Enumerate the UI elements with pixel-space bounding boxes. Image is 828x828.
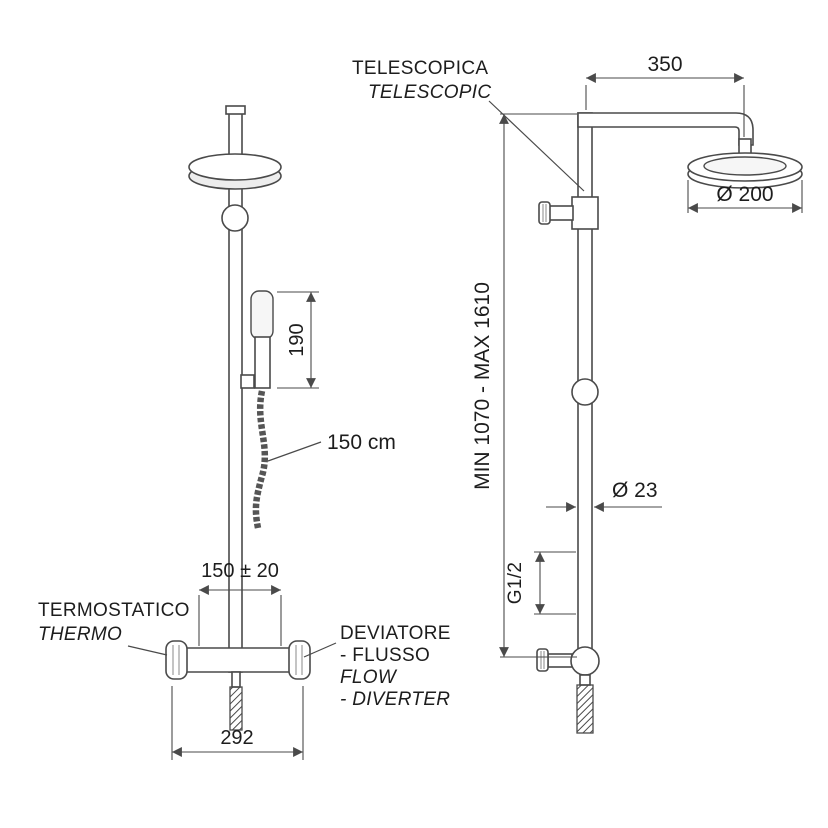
dimension-thread: G1/2 — [505, 551, 576, 615]
valve-knob-left — [165, 640, 188, 680]
telescopic-it-text: TELESCOPICA — [352, 58, 488, 79]
wall-bracket-knob — [538, 201, 551, 225]
diverter-text-4: - DIVERTER — [340, 689, 450, 710]
dimension-inlet-spacing: 150 ± 20 — [198, 560, 282, 646]
outlet-hose-side — [576, 674, 594, 734]
slider-bracket — [240, 374, 255, 389]
riser-pipe-front — [228, 111, 243, 673]
overhead-shower-side — [687, 138, 803, 189]
shower-arm — [577, 112, 754, 146]
thermostatic-valve — [165, 640, 311, 680]
outlet-connector-front — [231, 671, 241, 688]
diverter-body — [570, 646, 600, 676]
diverter-text-3: FLOW — [340, 667, 398, 688]
label-diverter: DEVIATORE - FLUSSO FLOW - DIVERTER — [303, 623, 451, 710]
outlet-connector-side — [579, 674, 591, 686]
label-hose-length: 150 cm — [267, 431, 396, 462]
diverter-text-2: - FLUSSO — [340, 645, 430, 666]
hose-length-text: 150 cm — [327, 431, 396, 454]
shower-hose — [252, 390, 269, 529]
dim-column-height-text: MIN 1070 - MAX 1610 — [471, 282, 494, 490]
dim-292-text: 292 — [220, 727, 253, 749]
thermostatic-it-text: TERMOSTATICO — [38, 600, 190, 621]
dim-pipe-diameter-text: Ø 23 — [612, 479, 658, 502]
overhead-shower-side-inner — [703, 156, 787, 176]
diverter-stem — [547, 653, 573, 668]
valve-knob-right — [288, 640, 311, 680]
thread-label-text: G1/2 — [505, 562, 526, 604]
dim-inlet-spacing-text: 150 ± 20 — [201, 560, 279, 582]
telescopic-joint — [571, 378, 599, 406]
outlet-flex-front — [229, 686, 243, 731]
wall-bracket-stem — [548, 205, 574, 221]
dimension-pipe-diameter: Ø 23 — [546, 479, 662, 512]
dimension-base-width: 292 — [171, 686, 304, 760]
overhead-shower-disc-top — [188, 153, 282, 181]
front-view: 190 150 cm 150 ± 20 TERMOSTATICO THERMO … — [38, 105, 451, 760]
hand-shower-head — [250, 290, 274, 340]
dimension-handshower-height: 190 — [277, 291, 319, 389]
outlet-flex-side — [576, 684, 594, 734]
outlet-hose-front — [229, 671, 243, 731]
dim-350-text: 350 — [647, 53, 682, 76]
diverter-knob — [536, 648, 549, 672]
wall-bracket-collar — [571, 196, 599, 230]
side-view: 350 TELESCOPICA TELESCOPIC Ø 200 MIN 107… — [352, 53, 803, 734]
overhead-shower-front — [188, 153, 282, 190]
riser-top-cap-front — [225, 105, 246, 115]
dim-head-diameter-text: Ø 200 — [716, 183, 773, 206]
hand-shower-handle — [254, 336, 271, 389]
label-thermostatic: TERMOSTATICO THERMO — [38, 600, 190, 656]
label-telescopic: TELESCOPICA TELESCOPIC — [352, 58, 585, 192]
thermostatic-en-text: THERMO — [38, 624, 122, 645]
diverter-assembly-side — [536, 646, 600, 676]
diverter-text-1: DEVIATORE — [340, 623, 451, 644]
valve-body — [183, 647, 293, 673]
dimension-column-height: MIN 1070 - MAX 1610 — [471, 113, 577, 658]
ball-joint-front — [221, 204, 249, 232]
dimension-arm-length: 350 — [585, 53, 745, 137]
wall-bracket — [538, 196, 599, 230]
dim-190-text: 190 — [286, 323, 308, 356]
dimension-head-diameter: Ø 200 — [687, 180, 803, 213]
telescopic-en-text: TELESCOPIC — [368, 82, 491, 103]
hand-shower — [240, 290, 274, 389]
